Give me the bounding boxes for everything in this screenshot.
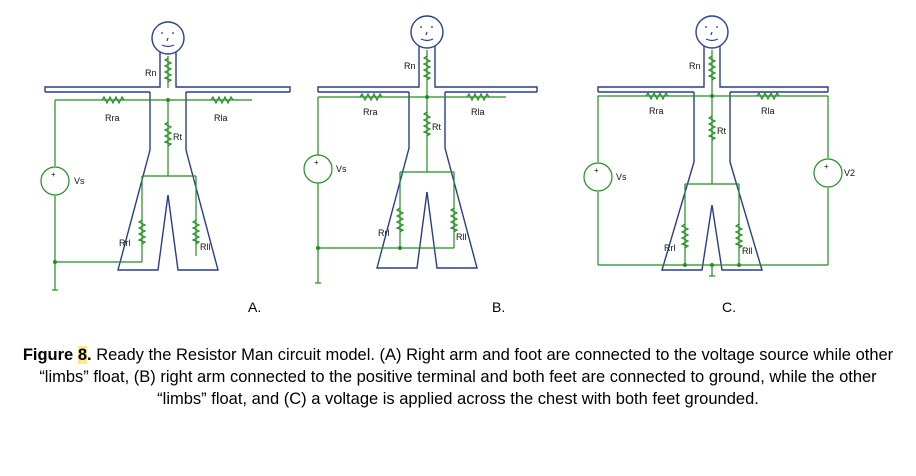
voltage-source-c: +: [583, 162, 613, 192]
panel-c: + + Rn Rra Rla Rt Rrl Rll Vs V2 C.: [583, 15, 855, 315]
source-plus-label: +: [824, 162, 829, 171]
label-v2-c: V2: [844, 168, 855, 178]
wiring-b: [316, 50, 506, 278]
label-rla-a: Rla: [214, 113, 228, 123]
voltage-source-v2-c: +: [813, 158, 843, 188]
label-rrl-a: Rrl: [119, 238, 131, 248]
label-vs-c: Vs: [616, 172, 627, 182]
panel-letter-b: B.: [492, 299, 505, 315]
resistor-rll-b: [450, 207, 458, 233]
source-plus-label: +: [51, 170, 56, 179]
resistor-man-figure: + Rn Rra Rla Rt Rrl Rll Vs A.: [40, 15, 855, 315]
resistor-rn-a: [164, 57, 172, 83]
resistor-rll-c: [735, 223, 743, 249]
label-rla-b: Rla: [471, 107, 485, 117]
label-rll-a: Rll: [200, 242, 211, 252]
resistor-rn-b: [423, 55, 431, 81]
source-plus-label: +: [314, 158, 319, 167]
label-vs-a: Vs: [74, 176, 85, 186]
resistor-rrl-b: [396, 207, 404, 233]
source-plus-label: +: [594, 166, 599, 175]
label-rrl-b: Rrl: [378, 228, 390, 238]
resistor-rll-a: [192, 219, 200, 245]
figure-caption: Figure 8. Ready the Resistor Man circuit…: [20, 344, 896, 410]
label-rll-c: Rll: [742, 246, 753, 256]
resistor-rn-c: [708, 55, 716, 81]
label-vs-b: Vs: [336, 164, 347, 174]
voltage-source-b: +: [303, 154, 333, 184]
label-rra-a: Rra: [105, 113, 120, 123]
resistor-rrl-c: [681, 223, 689, 249]
label-rra-b: Rra: [363, 107, 378, 117]
panel-a: + Rn Rra Rla Rt Rrl Rll Vs A.: [40, 21, 291, 315]
body-outline-c: [597, 15, 829, 271]
label-rla-c: Rla: [761, 106, 775, 116]
wiring-a: [53, 56, 252, 264]
label-rt-b: Rt: [432, 122, 441, 132]
caption-figure-number: 8: [77, 346, 88, 364]
label-rn-c: Rn: [689, 61, 701, 71]
panel-letter-c: C.: [722, 299, 736, 315]
body-outline-b: [317, 15, 538, 269]
caption-prefix: Figure: [22, 346, 78, 364]
label-rll-b: Rll: [456, 232, 467, 242]
caption-period: .: [87, 346, 92, 364]
label-rt-a: Rt: [173, 132, 182, 142]
ground-b: [315, 278, 321, 284]
label-rt-c: Rt: [717, 126, 726, 136]
resistor-rt-c: [708, 115, 716, 141]
panel-b: + Rn Rra Rla Rt Rrl Rll Vs B.: [303, 15, 538, 315]
resistor-rt-a: [164, 121, 172, 147]
label-rn-b: Rn: [404, 61, 416, 71]
body-outline-a: [44, 21, 291, 271]
ground-a: [52, 262, 58, 291]
label-rn-a: Rn: [145, 68, 157, 78]
caption-text: Ready the Resistor Man circuit model. (A…: [39, 346, 894, 408]
label-rra-c: Rra: [649, 106, 664, 116]
label-rrl-c: Rrl: [664, 243, 676, 253]
voltage-source-a: +: [40, 166, 70, 196]
resistor-rrl-a: [138, 219, 146, 245]
wiring-c: [597, 50, 829, 276]
resistor-rt-b: [423, 111, 431, 137]
caption-figure-label: Figure 8.: [23, 346, 92, 364]
panel-letter-a: A.: [248, 299, 261, 315]
